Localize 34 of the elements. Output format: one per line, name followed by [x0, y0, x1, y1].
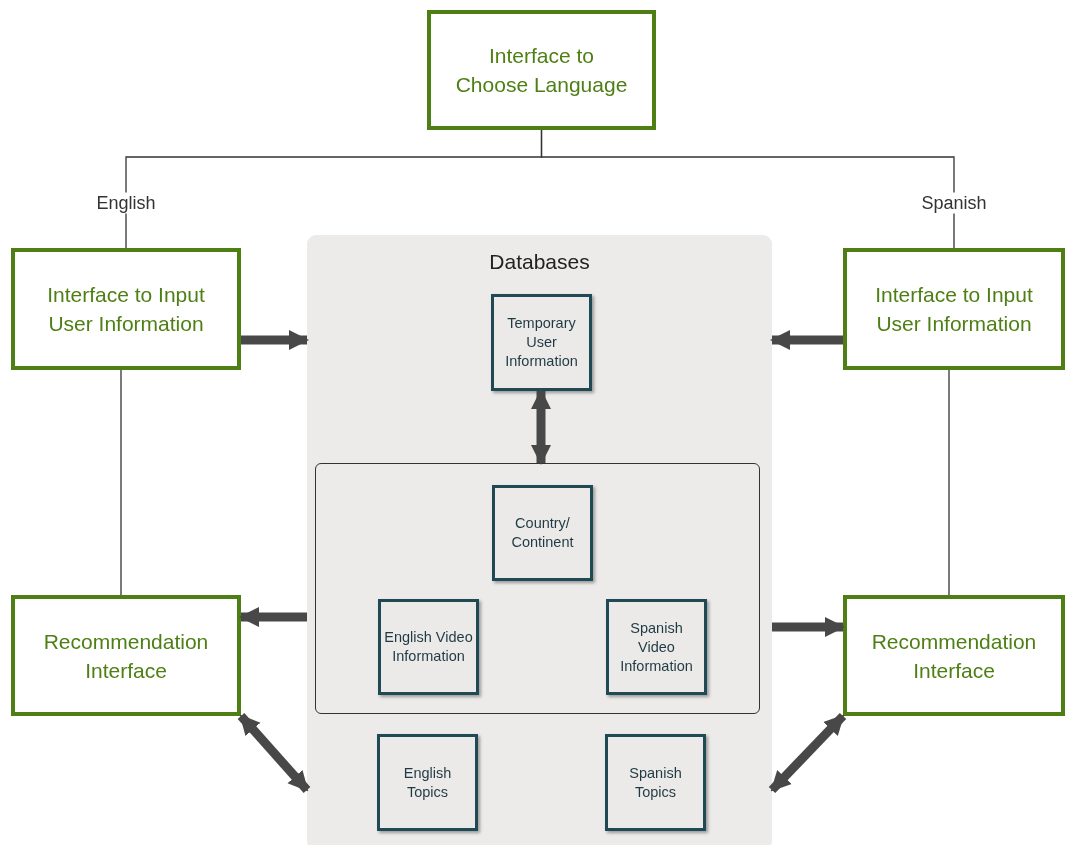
node-label: Recommendation Interface — [870, 628, 1038, 684]
node-label: Interface to Choose Language — [454, 43, 629, 98]
arrow — [772, 617, 845, 637]
arrow — [531, 389, 551, 465]
database-box — [605, 734, 706, 831]
node-label: Temporary User Information — [504, 314, 579, 371]
process-box — [843, 248, 1065, 370]
arrow — [241, 330, 309, 350]
connector-line — [540, 129, 955, 249]
connector-line — [120, 369, 122, 596]
group-box — [315, 463, 760, 714]
node-label: Recommendation Interface — [42, 628, 210, 684]
process-box — [11, 595, 241, 716]
process-box — [843, 595, 1065, 716]
database-box — [378, 599, 479, 695]
node-label: Country/ Continent — [510, 514, 575, 552]
database-box — [491, 294, 592, 391]
node-label: English Video Information — [383, 628, 474, 666]
arrow — [770, 330, 843, 350]
database-box — [492, 485, 593, 581]
node-label: Spanish Topics — [628, 763, 683, 802]
panel-title: Databases — [489, 250, 590, 274]
database-panel — [307, 235, 772, 845]
arrow — [237, 713, 311, 793]
node-label: Spanish Video Information — [619, 618, 694, 676]
node-label: Interface to Input User Information — [46, 282, 206, 337]
process-box — [11, 248, 241, 370]
node-label: English Topics — [402, 763, 453, 802]
arrow — [768, 712, 847, 794]
database-box — [377, 734, 478, 831]
connector-line — [948, 369, 950, 596]
database-box — [606, 599, 707, 695]
process-box — [427, 10, 656, 130]
node-label: Interface to Input User Information — [874, 282, 1034, 337]
